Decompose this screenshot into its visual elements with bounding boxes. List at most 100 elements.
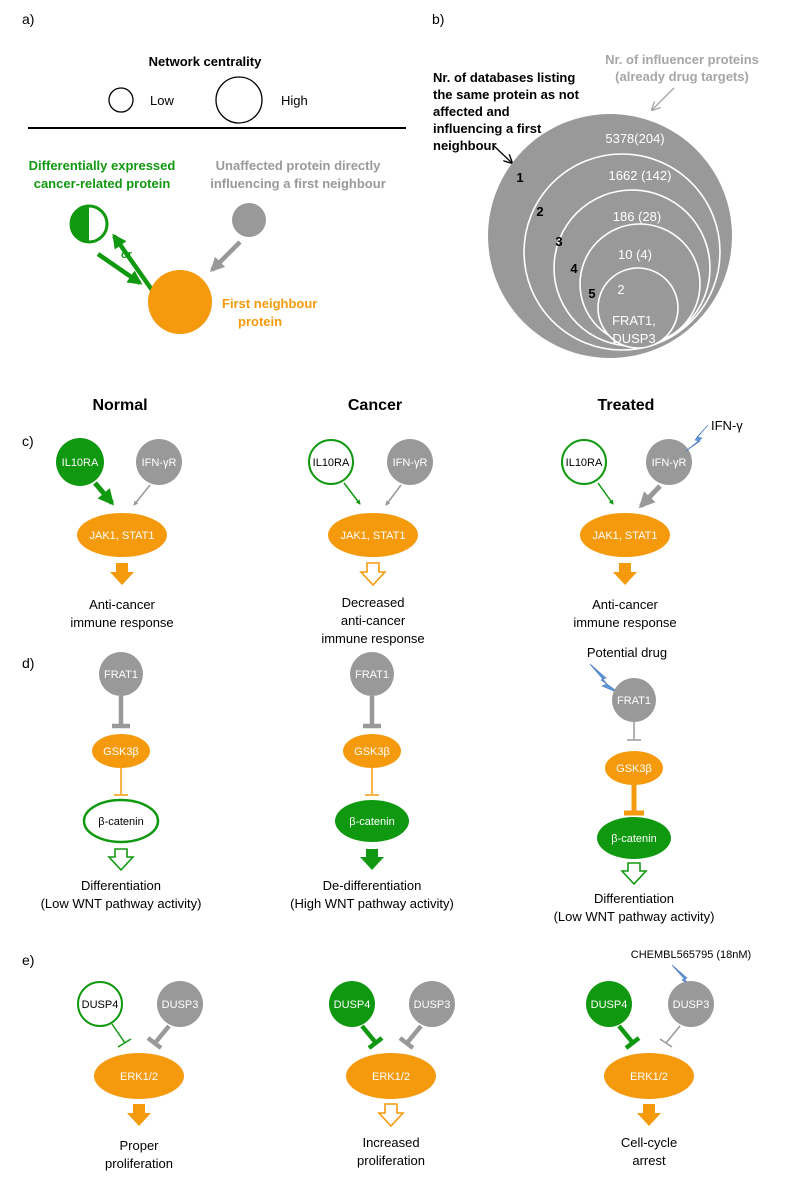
lightning-icon-ifng — [685, 424, 709, 452]
influencer-pointer-arrow — [652, 87, 675, 110]
count-level-1: 5378(204) — [605, 131, 664, 146]
d-treated-outcome-line2: (Low WNT pathway activity) — [554, 909, 715, 924]
de-protein-label-line2: cancer-related protein — [34, 176, 171, 191]
db-pointer-arrow — [493, 145, 512, 163]
db-label-line5: neighbour — [433, 138, 497, 153]
ifng-stimulus-label: IFN-γ — [711, 418, 743, 433]
panel-e-label: e) — [22, 952, 34, 968]
ifngr-node-normal — [136, 439, 182, 485]
c-cancer-outcome-line2: anti-cancer — [341, 613, 406, 628]
count-level-5: 2 — [617, 282, 624, 297]
output-arrow-c-normal — [110, 563, 134, 585]
inhibit-line-dusp4-erk-cancer — [360, 1024, 378, 1045]
panel-a-label: a) — [22, 11, 34, 27]
erk-node-cancer — [346, 1053, 436, 1099]
arrow-il10ra-jak-treated — [597, 482, 614, 505]
arrow-ifngr-jak-treated — [638, 484, 662, 509]
db-label-line1: Nr. of databases listing — [433, 70, 575, 85]
output-arrow-c-cancer — [359, 562, 387, 587]
output-arrow-d-cancer — [360, 849, 384, 870]
c-normal-outcome-line1: Anti-cancer — [89, 597, 155, 612]
output-arrow-c-treated — [613, 563, 637, 585]
inhibit-line-dusp3-erk-treated — [665, 1025, 681, 1044]
header-cancer: Cancer — [348, 397, 402, 414]
count-level-3: 186 (28) — [613, 209, 661, 224]
inhibit-bar-dusp3-erk-treated — [659, 1038, 673, 1048]
c-cancer-outcome-line1: Decreased — [342, 595, 405, 610]
erk-label-normal: ERK1/2 — [120, 1071, 158, 1083]
chembl-drug-label: CHEMBL565795 (18nM) — [631, 949, 751, 961]
arrow-unaffected-to-first — [209, 240, 242, 273]
erk-node-normal — [94, 1053, 184, 1099]
de-protein-label-line1: Differentially expressed — [29, 158, 176, 173]
gsk3b-node-normal — [92, 734, 150, 768]
db-label-line3: affected and — [433, 104, 510, 119]
ifngr-label-cancer: IFN-γR — [393, 457, 428, 469]
panel-d-label: d) — [22, 655, 34, 671]
output-arrow-e-treated — [637, 1104, 661, 1126]
inhibit-bar-dusp4-erk-treated — [624, 1036, 641, 1050]
dusp3-label-normal: DUSP3 — [162, 999, 199, 1011]
dusp4-node-cancer — [329, 981, 375, 1027]
ifngr-label-normal: IFN-γR — [142, 457, 177, 469]
il10ra-node-normal — [56, 438, 104, 486]
e-normal-outcome-line1: Proper — [119, 1138, 159, 1153]
output-arrow-d-treated — [620, 862, 648, 886]
il10ra-label-normal: IL10RA — [62, 457, 99, 469]
arrow-ifngr-jak-cancer — [385, 484, 402, 506]
panel-b-label: b) — [432, 11, 444, 27]
half-filled-de-node — [69, 204, 109, 244]
dusp4-label-treated: DUSP4 — [591, 999, 628, 1011]
count-level-2: 1662 (142) — [609, 168, 672, 183]
unaffected-label-line2: influencing a first neighbour — [210, 176, 386, 191]
bcatenin-node-treated — [597, 817, 671, 859]
frat1-label-treated: FRAT1 — [617, 695, 651, 707]
db-number-2: 2 — [536, 204, 543, 219]
jakstat-label-cancer: JAK1, STAT1 — [340, 530, 405, 542]
inhibit-line-dusp3-erk-normal — [153, 1024, 171, 1045]
c-treated-outcome-line2: immune response — [573, 615, 676, 630]
db-number-5: 5 — [588, 286, 595, 301]
frat1-node-normal — [99, 652, 143, 696]
unaffected-node — [232, 203, 266, 237]
dusp3-label-cancer: DUSP3 — [414, 999, 451, 1011]
jakstat-label-treated: JAK1, STAT1 — [592, 530, 657, 542]
e-treated-outcome-line1: Cell-cycle — [621, 1135, 677, 1150]
influencer-label-line2: (already drug targets) — [615, 69, 749, 84]
dusp3-node-cancer — [409, 981, 455, 1027]
potential-drug-label: Potential drug — [587, 645, 667, 660]
frat1-node-cancer — [350, 652, 394, 696]
low-centrality-circle — [108, 87, 134, 113]
db-number-3: 3 — [555, 234, 562, 249]
jakstat-label-normal: JAK1, STAT1 — [89, 530, 154, 542]
gsk3b-label-normal: GSK3β — [103, 746, 139, 758]
e-cancer-outcome-line2: proliferation — [357, 1153, 425, 1168]
il10ra-node-cancer — [308, 439, 354, 485]
header-normal: Normal — [92, 397, 147, 414]
dusp4-label-cancer: DUSP4 — [334, 999, 371, 1011]
first-neighbour-label-line1: First neighbour — [222, 296, 317, 311]
d-normal-outcome-line2: (Low WNT pathway activity) — [41, 896, 202, 911]
final-proteins-line2: DUSP3 — [612, 331, 655, 346]
ifngr-label-treated: IFN-γR — [652, 457, 687, 469]
network-centrality-title: Network centrality — [149, 54, 262, 69]
frat1-node-treated — [612, 678, 656, 722]
e-normal-outcome-line2: proliferation — [105, 1156, 173, 1171]
d-normal-outcome-line1: Differentiation — [81, 878, 161, 893]
ifngr-node-cancer — [387, 439, 433, 485]
db-number-1: 1 — [516, 170, 523, 185]
db-label-line2: the same protein as not — [433, 87, 580, 102]
d-cancer-outcome-line2: (High WNT pathway activity) — [290, 896, 454, 911]
jakstat-node-cancer — [328, 513, 418, 557]
frat1-label-normal: FRAT1 — [104, 669, 138, 681]
gsk3b-label-cancer: GSK3β — [354, 746, 390, 758]
arrow-first-to-de — [112, 233, 154, 292]
or-label: or — [121, 249, 133, 261]
dusp3-label-treated: DUSP3 — [673, 999, 710, 1011]
arrow-il10ra-jak-cancer — [343, 482, 361, 505]
bcatenin-node-cancer — [335, 800, 409, 842]
final-proteins-line1: FRAT1, — [612, 313, 656, 328]
jakstat-node-treated — [580, 513, 670, 557]
inhibit-line-dusp4-erk-treated — [617, 1024, 635, 1045]
gsk3b-node-treated — [605, 751, 663, 785]
